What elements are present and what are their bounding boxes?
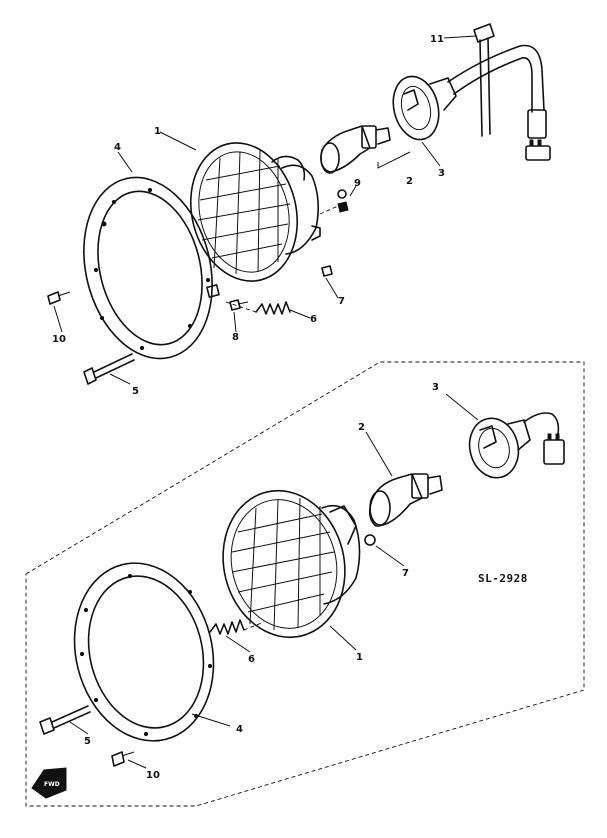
fwd-arrow-icon: FWD <box>31 767 67 799</box>
top-callout-2: 2 <box>406 176 413 187</box>
bottom-callout-1: 1 <box>356 652 363 663</box>
top-bolt-5 <box>83 353 135 385</box>
bottom-nut-7 <box>364 534 376 546</box>
bottom-rim <box>73 562 215 742</box>
bottom-callout-3: 3 <box>432 382 439 393</box>
top-rim <box>83 176 220 360</box>
top-lens <box>189 142 321 282</box>
top-bulb <box>320 125 391 174</box>
top-assembly: 1 2 3 4 5 6 7 8 9 10 11 <box>47 23 551 397</box>
top-callout-8: 8 <box>232 332 239 343</box>
bottom-callout-7: 7 <box>402 568 409 579</box>
top-callout-5: 5 <box>132 386 139 397</box>
bottom-callout-10: 10 <box>146 770 160 781</box>
top-screw-8 <box>229 299 249 311</box>
bottom-bulb <box>368 473 443 527</box>
top-callout-6: 6 <box>310 314 317 325</box>
bottom-socket <box>468 412 565 479</box>
top-screw-10 <box>47 291 71 305</box>
top-callout-3: 3 <box>438 168 445 179</box>
bottom-assembly: 1 2 3 4 5 6 7 10 SL-2928 FWD <box>25 361 585 807</box>
top-screw-9 <box>319 189 349 215</box>
top-callout-11: 11 <box>430 34 444 45</box>
bottom-lens <box>222 489 361 639</box>
bottom-callout-4: 4 <box>236 724 243 735</box>
top-socket <box>392 44 551 161</box>
top-callout-9: 9 <box>354 178 361 189</box>
bottom-callout-6: 6 <box>248 654 255 665</box>
top-spring <box>225 301 291 315</box>
top-band <box>473 23 495 137</box>
bottom-callout-5: 5 <box>84 736 91 747</box>
top-callout-10: 10 <box>52 334 66 345</box>
bottom-bolt-5 <box>39 705 91 735</box>
top-callout-1: 1 <box>154 126 161 137</box>
bottom-spring <box>209 619 265 635</box>
drawing-code: SL-2928 <box>478 572 528 585</box>
top-nut-7 <box>321 265 333 277</box>
bottom-assembly-boundary <box>25 361 585 807</box>
bottom-screw-10 <box>111 751 135 767</box>
bottom-callout-2: 2 <box>358 422 365 433</box>
top-callout-7: 7 <box>338 296 345 307</box>
fwd-arrow-label: FWD <box>44 781 60 788</box>
top-callout-4: 4 <box>114 142 121 153</box>
